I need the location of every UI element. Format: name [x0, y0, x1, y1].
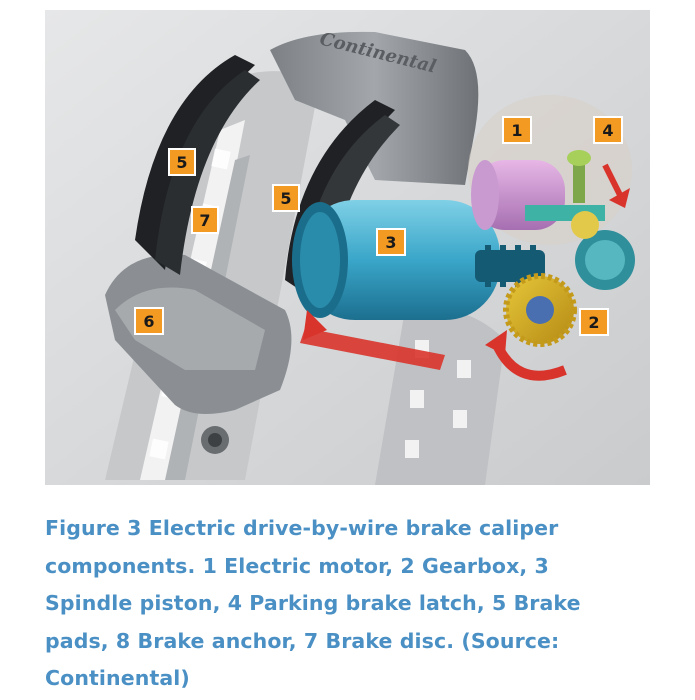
callout-6: 6 [134, 307, 164, 335]
motion-arrows [300, 163, 630, 381]
callout-1-label: 1 [511, 121, 522, 140]
callout-5b: 5 [272, 184, 300, 212]
spindle-piston [292, 200, 545, 320]
piston-travel-arrow [300, 328, 445, 370]
brake-caliper-illustration: Continental [45, 10, 650, 485]
callout-1: 1 [502, 116, 532, 144]
callout-3-label: 3 [385, 233, 396, 252]
callout-4: 4 [593, 116, 623, 144]
callout-2: 2 [579, 308, 609, 336]
figure-caption: Figure 3 Electric drive-by-wire brake ca… [45, 516, 581, 690]
callout-2-label: 2 [588, 313, 599, 332]
callout-5b-label: 5 [280, 189, 291, 208]
callout-5a-label: 5 [176, 153, 187, 172]
piston-arrow-head [303, 310, 327, 340]
parking-brake-latch [567, 150, 591, 203]
callout-7-label: 7 [199, 211, 210, 230]
callout-6-label: 6 [143, 312, 154, 331]
latch-arrow [602, 163, 623, 197]
gearbox [503, 211, 635, 347]
callout-5a: 5 [168, 148, 196, 176]
rotation-arrow-head [485, 330, 507, 355]
callout-7: 7 [191, 206, 219, 234]
latch-arrow-head [609, 188, 630, 208]
callout-4-label: 4 [602, 121, 613, 140]
callout-3: 3 [376, 228, 406, 256]
